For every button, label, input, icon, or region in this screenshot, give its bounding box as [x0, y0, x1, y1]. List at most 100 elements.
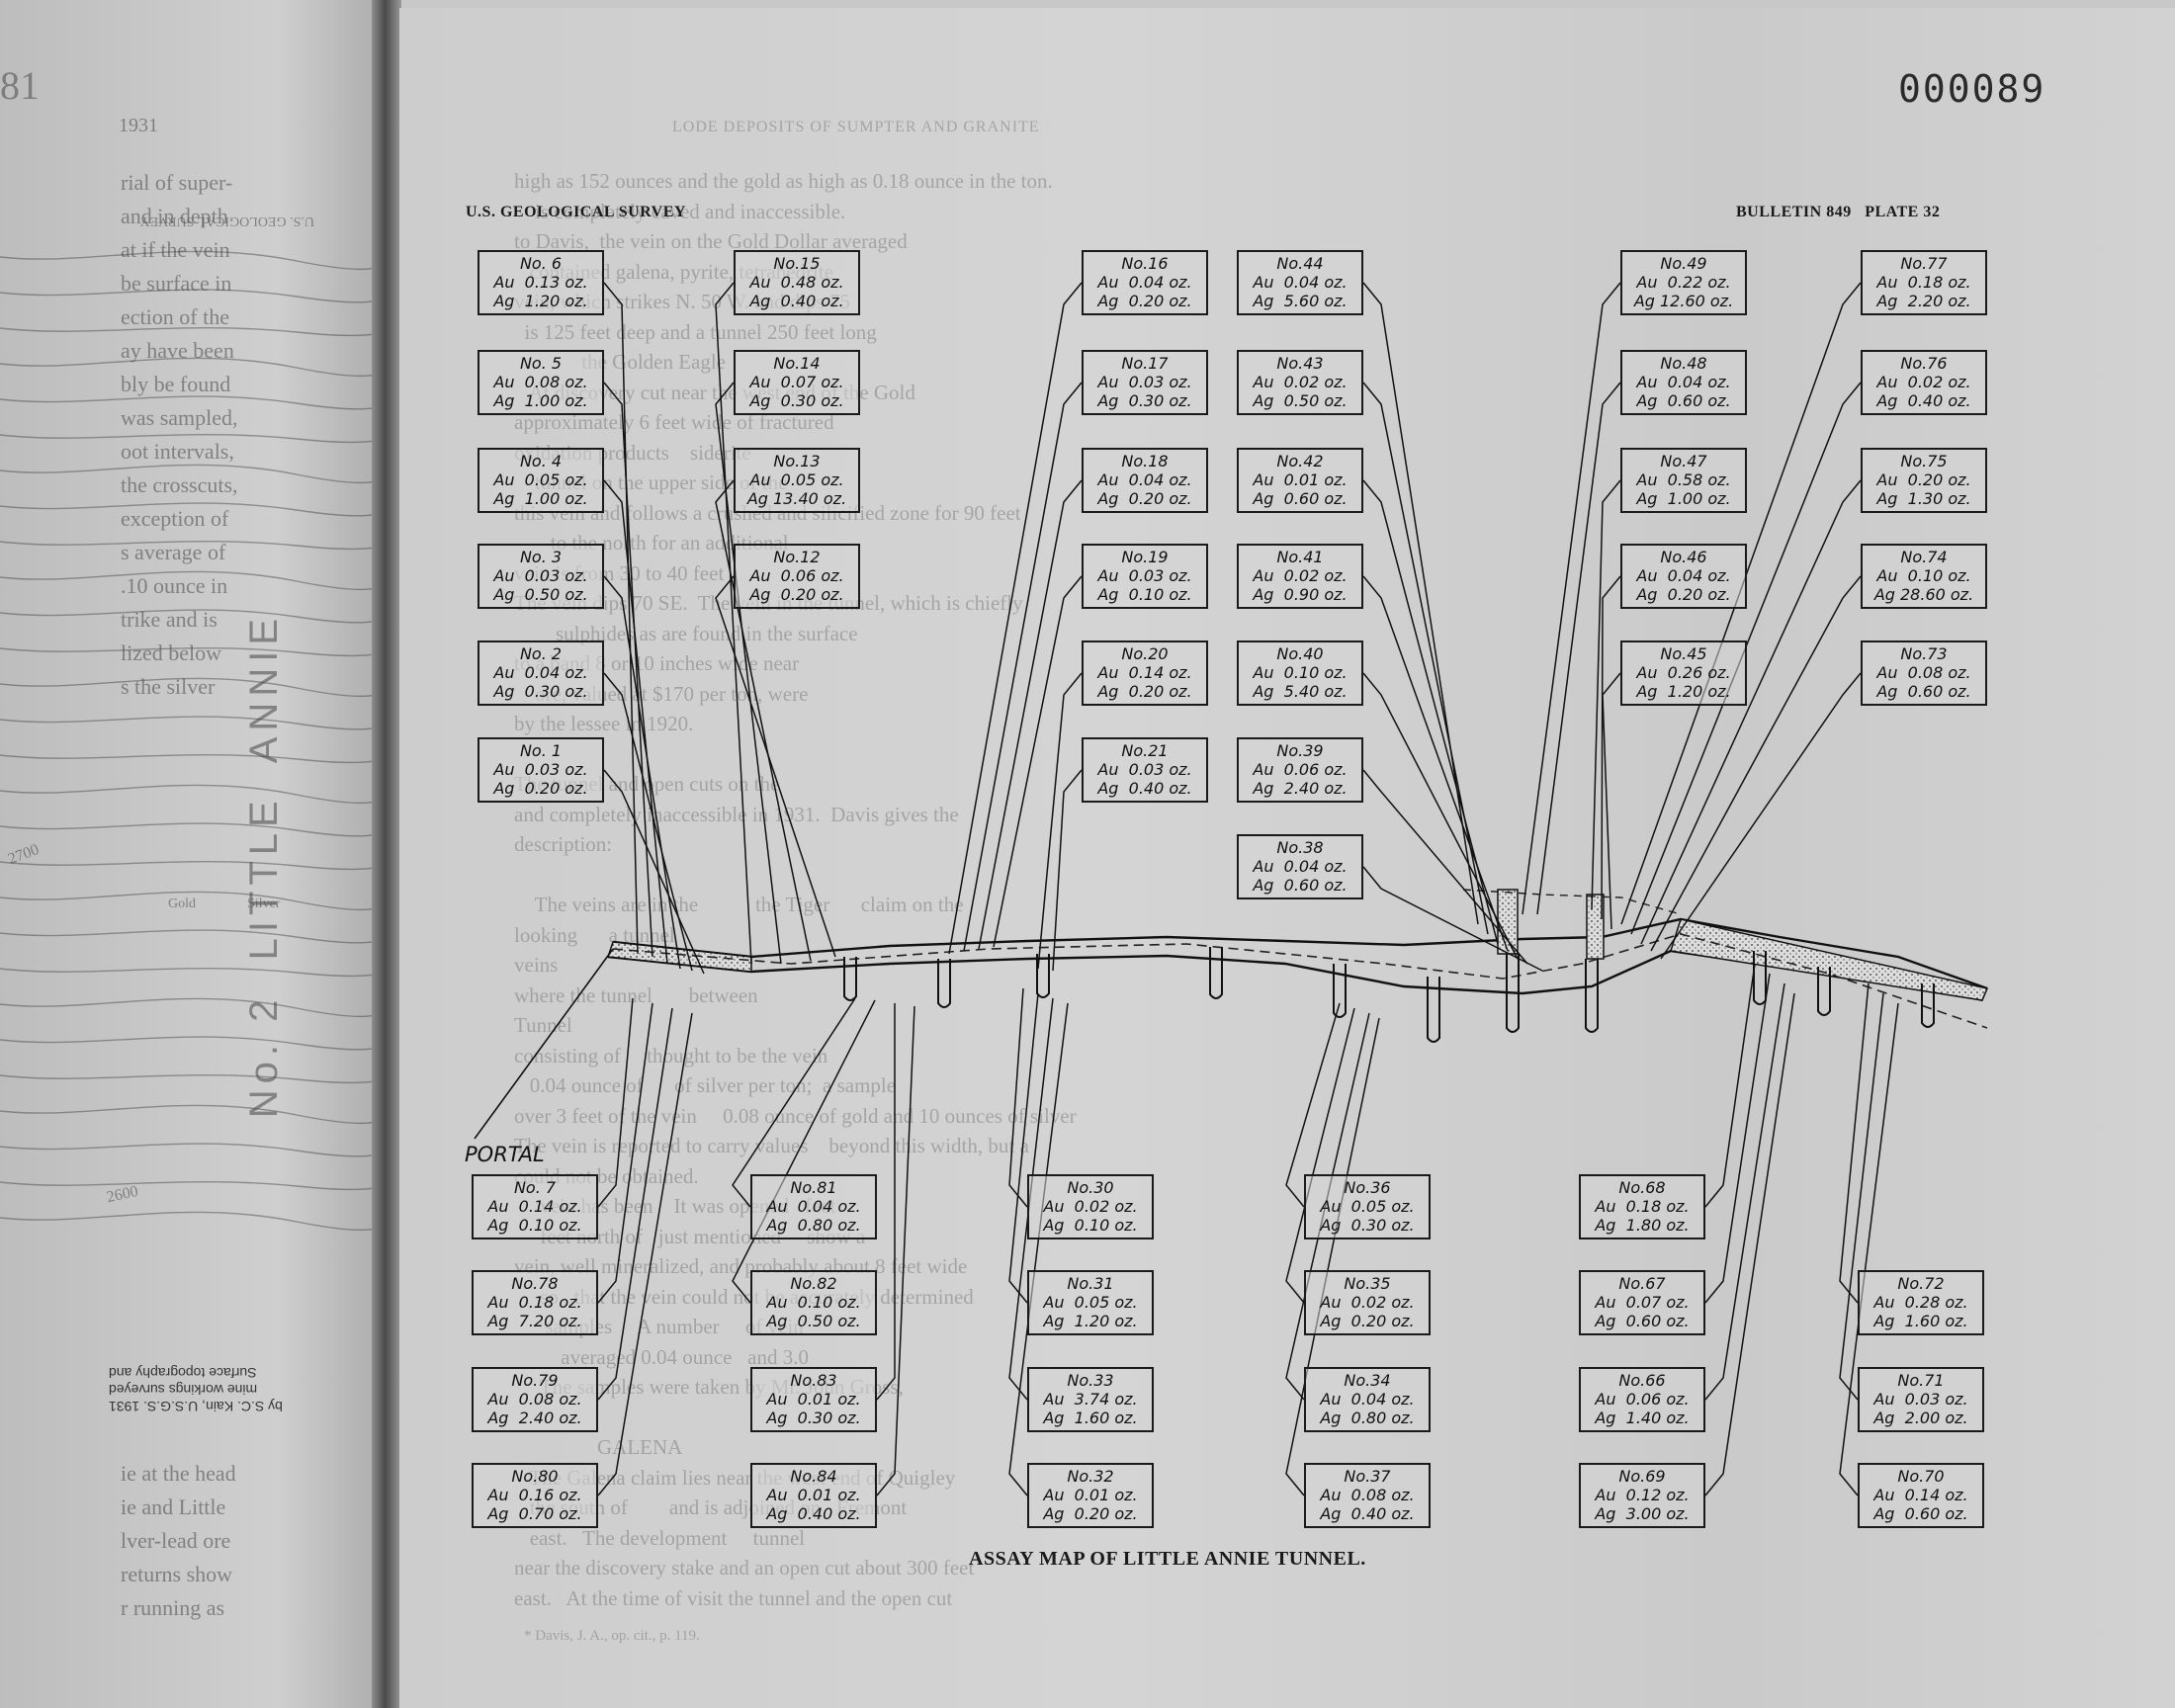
sample-ag: Ag 0.10 oz. [1097, 585, 1192, 604]
stippled-raise [1497, 889, 1519, 955]
sample-no: No.19 [1121, 548, 1169, 566]
text-line: s the silver [121, 674, 216, 699]
stippled-drift-portal [606, 941, 752, 973]
sample-leader [963, 382, 1083, 952]
sample-leader [1052, 769, 1083, 972]
sample-leader [1839, 982, 1870, 1304]
crosscut [843, 957, 857, 1001]
sample-leader [1630, 382, 1862, 935]
sample-ag: Ag 0.40 oz. [1097, 779, 1192, 798]
sample-ag: Ag 0.80 oz. [1320, 1409, 1415, 1427]
sample-au: Au 0.02 oz. [1320, 1293, 1415, 1312]
sample-au: Au 0.10 oz. [1876, 566, 1971, 585]
sample-leader [1640, 479, 1862, 945]
sample-au: Au 0.18 oz. [487, 1293, 582, 1312]
sample-ag: Ag 0.70 oz. [487, 1504, 582, 1523]
sample-no: No.13 [773, 452, 821, 470]
sample-no: No.14 [773, 354, 821, 373]
sample-au: Au 0.20 oz. [1876, 470, 1971, 489]
sample-au: Au 0.04 oz. [1097, 470, 1192, 489]
sample-ag: Ag 1.00 oz. [493, 489, 588, 508]
sample-leader [1839, 992, 1884, 1401]
sample-ag: Ag 1.60 oz. [1043, 1409, 1138, 1427]
sample-no: No.71 [1897, 1371, 1945, 1390]
sample-ag: Ag 0.30 oz. [1320, 1216, 1415, 1235]
sample-leader [597, 1012, 693, 1496]
sample-no: No.48 [1660, 354, 1707, 373]
sample-no: No.34 [1344, 1371, 1391, 1390]
sample-au: Au 0.18 oz. [1876, 273, 1971, 292]
crosscut [1209, 947, 1223, 999]
crosscut [937, 959, 951, 1008]
vein-trace [612, 933, 1988, 1029]
sample-no: No.16 [1121, 254, 1169, 273]
sample-ag: Ag 7.20 oz. [487, 1312, 582, 1330]
sample-au: Au 0.03 oz. [493, 760, 588, 779]
sample-ag: Ag 0.40 oz. [749, 292, 844, 310]
sample-no: No.83 [790, 1371, 837, 1390]
sample-ag: Ag 0.20 oz. [1097, 292, 1192, 310]
crosscut [1036, 954, 1050, 998]
sample-ag: Ag 0.30 oz. [749, 391, 844, 410]
text-line: rial of super- [121, 170, 233, 195]
sample-ag: Ag 12.60 oz. [1633, 292, 1734, 310]
sample-ag: Ag 1.60 oz. [1873, 1312, 1968, 1330]
sample-leader [1602, 672, 1621, 930]
sample-leader [715, 479, 812, 962]
sample-leader [1008, 997, 1054, 1401]
sample-no: No.66 [1618, 1371, 1666, 1390]
sample-no: No.46 [1660, 548, 1707, 566]
sample-ag: Ag 0.60 oz. [1253, 876, 1348, 895]
sample-no: No.20 [1121, 644, 1169, 663]
facing-table-head-silver: Silver [247, 897, 281, 911]
plate-caption: ASSAY MAP OF LITTLE ANNIE TUNNEL. [969, 1548, 1366, 1570]
sample-leader [1285, 1017, 1380, 1496]
sample-leader [1650, 575, 1862, 952]
text-line: oot intervals, [121, 439, 234, 464]
tunnel-wall-upper [612, 917, 1988, 990]
text-line: r running as [121, 1595, 225, 1620]
sample-au: Au 0.01 oz. [766, 1390, 861, 1409]
sample-au: Au 0.07 oz. [1595, 1293, 1690, 1312]
sample-leader [597, 1002, 653, 1304]
sample-no: No.15 [773, 254, 821, 273]
sample-no: No.30 [1067, 1178, 1114, 1197]
sample-leader [597, 1007, 673, 1401]
sample-au: Au 0.04 oz. [1636, 373, 1731, 391]
sample-ag: Ag 0.20 oz. [493, 779, 588, 798]
sample-ag: Ag 0.20 oz. [1320, 1312, 1415, 1330]
sample-ag: Ag 1.00 oz. [493, 391, 588, 410]
portal-leader [474, 948, 614, 1140]
sample-leader [1660, 672, 1862, 960]
sample-ag: Ag 0.30 oz. [493, 682, 588, 701]
crosscut [1921, 983, 1935, 1028]
sample-leader [1362, 575, 1509, 952]
sample-no: No.67 [1618, 1274, 1666, 1293]
sample-leader [1362, 479, 1499, 945]
sample-au: Au 3.74 oz. [1043, 1390, 1138, 1409]
page-corner-number: 81 [0, 63, 40, 108]
sample-no: No.35 [1344, 1274, 1391, 1293]
sample-no: No.39 [1276, 741, 1324, 760]
sample-leader [1362, 382, 1489, 935]
sample-ag: Ag 0.90 oz. [1253, 585, 1348, 604]
sample-au: Au 0.10 oz. [1253, 663, 1348, 682]
crosscut [1333, 964, 1347, 1018]
sample-ag: Ag 1.40 oz. [1595, 1409, 1690, 1427]
sample-no: No. 4 [519, 452, 563, 470]
sample-ag: Ag 1.20 oz. [1043, 1312, 1138, 1330]
sample-au: Au 0.12 oz. [1595, 1486, 1690, 1504]
sample-ag: Ag 1.20 oz. [493, 292, 588, 310]
sample-ag: Ag 5.40 oz. [1253, 682, 1348, 701]
